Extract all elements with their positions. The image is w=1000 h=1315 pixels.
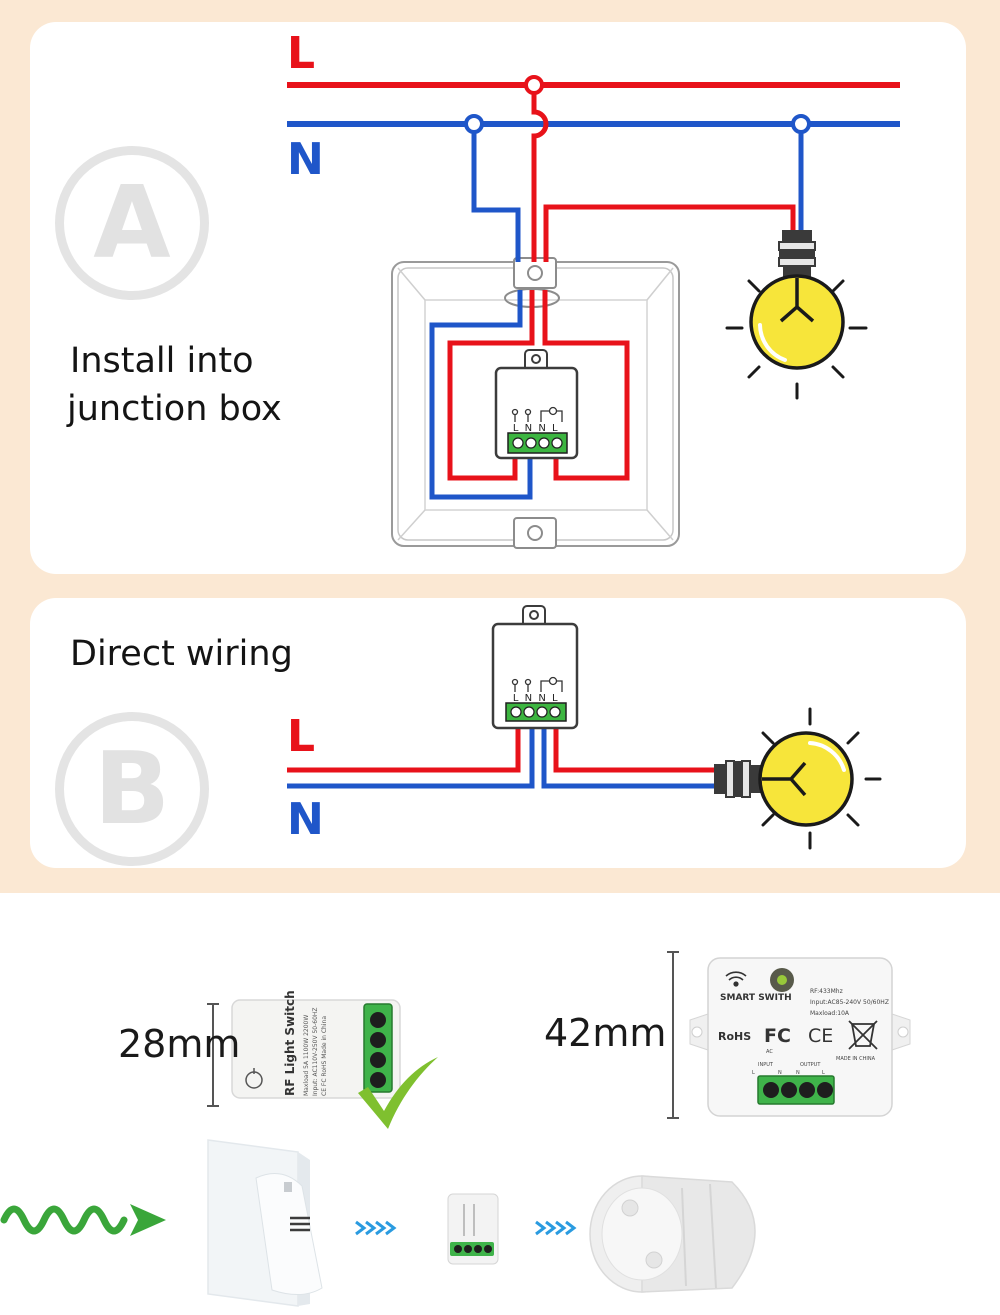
large-module-photo: SMART SWITH RF:433Mhz Input:AC85-240V 50… xyxy=(689,957,911,1117)
rf-signal-wave-icon xyxy=(0,1204,166,1236)
dimension-bar-large xyxy=(667,951,679,1119)
chevron-arrows-icon xyxy=(355,1220,397,1236)
large-module-input-label: INPUT xyxy=(758,1062,774,1068)
large-module-made: MADE IN CHINA xyxy=(836,1056,876,1062)
check-mark-icon xyxy=(358,1057,438,1129)
small-module-spec1: Maxload 5A 1100W 2200W xyxy=(303,1015,310,1096)
large-module-fcc: FC xyxy=(764,1025,791,1047)
neutral-label-b: N xyxy=(287,794,324,845)
large-module-brand: SMART SWITH xyxy=(720,993,792,1003)
dimension-28mm: 28mm xyxy=(118,1022,241,1066)
relay-module-a: L N N L xyxy=(494,349,579,460)
caption-direct-wiring: Direct wiring xyxy=(70,634,293,674)
large-module-input: Input:AC85-240V 50/60HZ xyxy=(810,999,889,1006)
live-label-a: L xyxy=(287,28,316,79)
neutral-label-a: N xyxy=(287,134,324,185)
chevron-arrows-icon xyxy=(535,1220,577,1236)
section-a-mark: A xyxy=(55,146,209,300)
small-module-mini-photo xyxy=(447,1193,499,1265)
small-module-cert: CE FC RoHS Made in China xyxy=(321,1016,328,1096)
live-label-b: L xyxy=(287,711,316,762)
dimension-42mm: 42mm xyxy=(544,1011,667,1055)
terminal-labels-a: L N N L xyxy=(513,423,559,434)
large-module-ce: CE xyxy=(808,1025,833,1047)
caption-install-line1: Install into xyxy=(70,341,254,381)
wiring-diagram-a: L N N L xyxy=(287,75,900,549)
large-module-maxload: Maxload:10A xyxy=(810,1010,850,1017)
small-module-title: RF Light Switch xyxy=(283,990,297,1096)
large-module-terminal-1: L xyxy=(752,1070,755,1076)
bin-icon xyxy=(848,1020,878,1050)
large-module-output-label: OUTPUT xyxy=(800,1062,821,1068)
wiring-diagram-b: L N N L xyxy=(287,605,882,850)
section-b-mark: B xyxy=(55,712,209,866)
caption-install-line2: junction box xyxy=(67,389,282,429)
terminal-labels-b: L N N L xyxy=(513,693,559,704)
wall-box-photo xyxy=(589,1175,756,1293)
relay-module-b: L N N L xyxy=(491,605,579,730)
light-bulb-icon xyxy=(725,230,868,400)
signal-icon xyxy=(725,971,747,987)
large-module-rohs: RoHS xyxy=(718,1030,751,1043)
large-module-terminal-2: N xyxy=(778,1070,782,1076)
wall-panel-photo xyxy=(207,1139,323,1307)
light-bulb-icon xyxy=(714,707,882,850)
large-module-ac: AC xyxy=(766,1049,773,1055)
small-module-photo: RF Light Switch Maxload 5A 1100W 2200W I… xyxy=(231,990,401,1099)
small-module-spec2: Input: AC110V-250V 50-60HZ xyxy=(312,1007,319,1096)
large-module-terminal-4: L xyxy=(822,1070,825,1076)
large-module-rf: RF:433Mhz xyxy=(810,988,843,995)
large-module-terminal-3: N xyxy=(796,1070,800,1076)
dimension-bar-small xyxy=(207,1003,219,1107)
